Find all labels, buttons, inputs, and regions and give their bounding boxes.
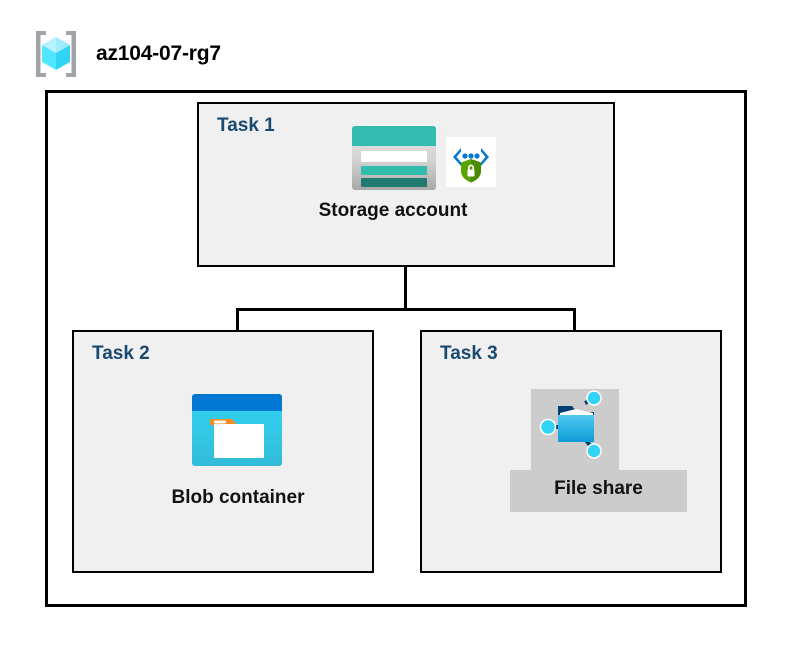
task-2-label: Task 2 bbox=[92, 343, 150, 364]
storage-account-icon bbox=[352, 126, 436, 190]
connector-branch bbox=[236, 308, 576, 311]
blob-container-icon bbox=[192, 394, 282, 466]
file-share-icon bbox=[536, 387, 614, 465]
storage-account-label: Storage account bbox=[318, 200, 468, 221]
file-share-label-highlight bbox=[510, 470, 687, 512]
diagram-title-row: az104-07-rg7 bbox=[30, 28, 221, 80]
blob-container-label: Blob container bbox=[171, 487, 305, 508]
file-share-label: File share bbox=[554, 478, 643, 499]
task-1-label: Task 1 bbox=[217, 115, 275, 136]
page-title: az104-07-rg7 bbox=[96, 42, 221, 65]
secure-endpoint-shield-icon bbox=[446, 137, 496, 187]
task-3-label: Task 3 bbox=[440, 343, 498, 364]
connector-trunk bbox=[404, 267, 407, 311]
resource-group-icon bbox=[30, 28, 82, 80]
